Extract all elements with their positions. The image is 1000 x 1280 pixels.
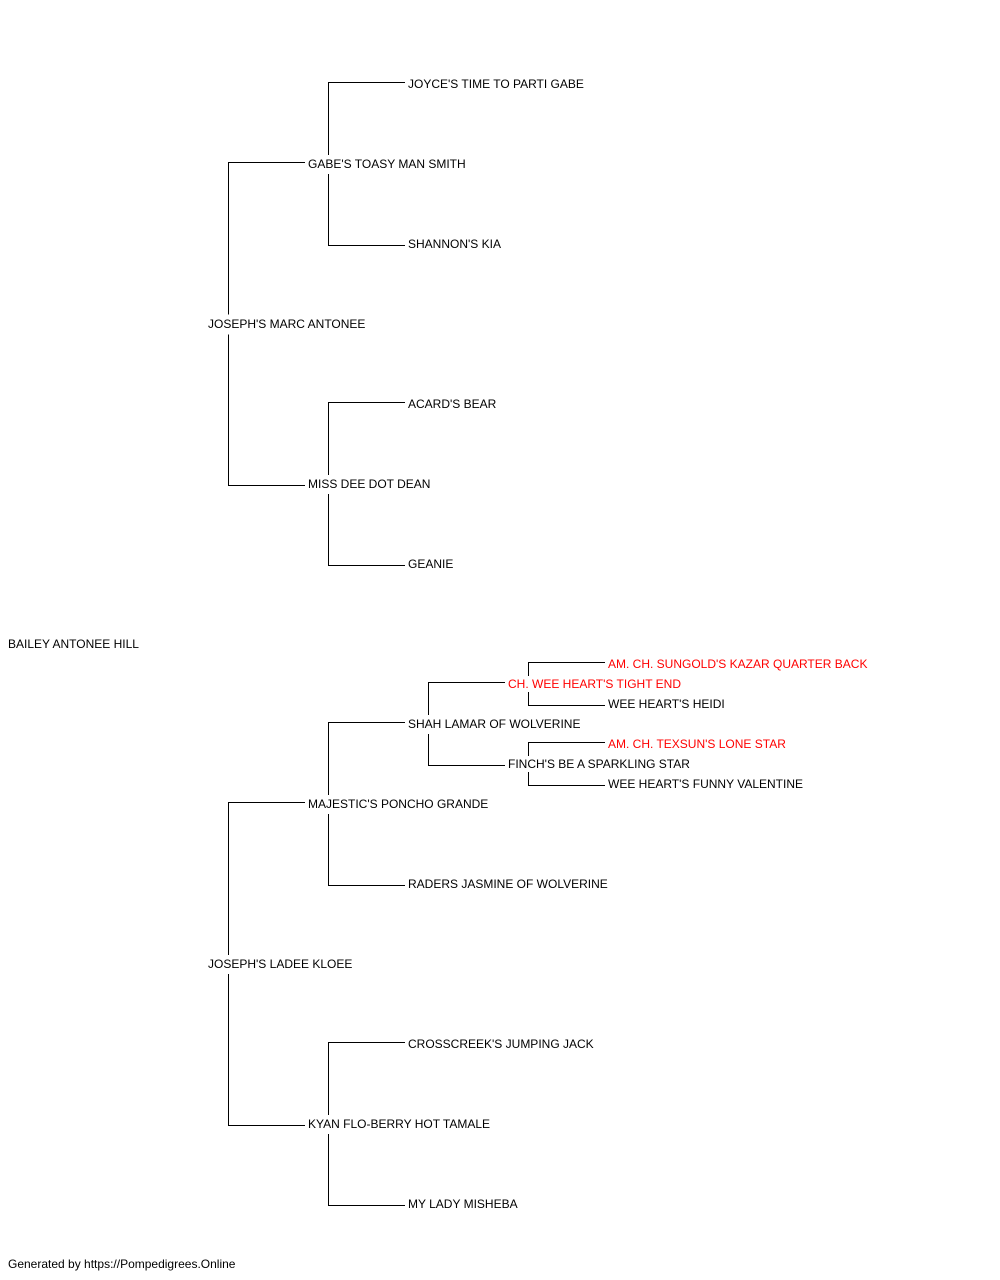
sire-sire-sire-name: JOYCE'S TIME TO PARTI GABE: [408, 77, 584, 91]
dam-sire-sire-dam-name: FINCH'S BE A SPARKLING STAR: [508, 757, 690, 771]
generated-by-footer: Generated by https://Pompedigrees.Online: [8, 1257, 236, 1271]
dam-dam-sire-name: CROSSCREEK'S JUMPING JACK: [408, 1037, 594, 1051]
sire-name: JOSEPH'S MARC ANTONEE: [208, 317, 366, 331]
dam-sire-sire-dam-sire-name: AM. CH. TEXSUN'S LONE STAR: [608, 737, 786, 751]
sire-sire-dam-name: SHANNON'S KIA: [408, 237, 501, 251]
sire-dam-name: MISS DEE DOT DEAN: [308, 477, 431, 491]
sire-dam-sire-name: ACARD'S BEAR: [408, 397, 497, 411]
dam-sire-sire-dam-dam-name: WEE HEART'S FUNNY VALENTINE: [608, 777, 803, 791]
dam-sire-sire-sire-sire-name: AM. CH. SUNGOLD'S KAZAR QUARTER BACK: [608, 657, 868, 671]
dam-sire-sire-sire-name: CH. WEE HEART'S TIGHT END: [508, 677, 681, 691]
sire-dam-dam-name: GEANIE: [408, 557, 454, 571]
dam-sire-sire-name: SHAH LAMAR OF WOLVERINE: [408, 717, 581, 731]
dam-sire-name: MAJESTIC'S PONCHO GRANDE: [308, 797, 489, 811]
dam-sire-sire-sire-dam-name: WEE HEART'S HEIDI: [608, 697, 725, 711]
sire-sire-name: GABE'S TOASY MAN SMITH: [308, 157, 466, 171]
dam-name: JOSEPH'S LADEE KLOEE: [208, 957, 353, 971]
dam-dam-name: KYAN FLO-BERRY HOT TAMALE: [308, 1117, 491, 1131]
subject-name: BAILEY ANTONEE HILL: [8, 637, 139, 651]
dam-sire-dam-name: RADERS JASMINE OF WOLVERINE: [408, 877, 608, 891]
dam-dam-dam-name: MY LADY MISHEBA: [408, 1197, 518, 1211]
